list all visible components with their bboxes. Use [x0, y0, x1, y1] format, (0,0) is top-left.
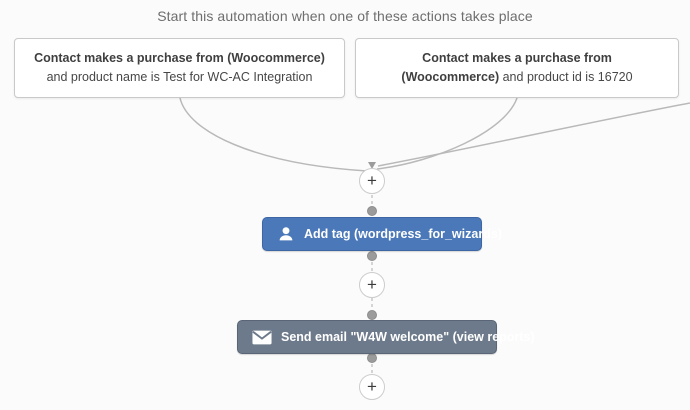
plus-icon: + — [367, 171, 377, 190]
action-label: Add tag (wordpress_for_wizards) — [304, 227, 502, 241]
trigger-name-text: Contact makes a purchase from (Woocommer… — [34, 50, 325, 65]
person-icon — [277, 225, 295, 243]
trigger-woocommerce-product-id[interactable]: Contact makes a purchase from (Woocommer… — [355, 38, 679, 98]
add-step-button-2[interactable]: + — [359, 272, 385, 298]
add-step-button-3[interactable]: + — [359, 374, 385, 400]
trigger-label: Contact makes a purchase from (Woocommer… — [33, 49, 326, 88]
trigger-label: Contact makes a purchase from (Woocommer… — [374, 49, 660, 88]
trigger-condition-text: and product name is Test for WC-AC Integ… — [46, 70, 313, 84]
action-add-tag-button[interactable]: Add tag (wordpress_for_wizards) — [262, 217, 502, 251]
action-send-email-button[interactable]: Send email "W4W welcome" (view reports) — [237, 320, 535, 354]
connection-dot — [367, 310, 377, 320]
add-step-button-1[interactable]: + — [359, 168, 385, 194]
trigger-name-text: Contact makes a purchase from (Woocommer… — [401, 50, 612, 84]
plus-icon: + — [367, 275, 377, 294]
connection-dot — [367, 206, 377, 216]
automation-start-heading: Start this automation when one of these … — [157, 8, 533, 24]
trigger-woocommerce-product-name[interactable]: Contact makes a purchase from (Woocommer… — [14, 38, 345, 98]
action-label: Send email "W4W welcome" (view reports) — [281, 330, 535, 344]
connection-dot — [367, 251, 377, 261]
connection-dot — [367, 353, 377, 363]
plus-icon: + — [367, 377, 377, 396]
envelope-icon — [252, 330, 272, 345]
trigger-condition-text: and product id is 16720 — [502, 70, 633, 84]
